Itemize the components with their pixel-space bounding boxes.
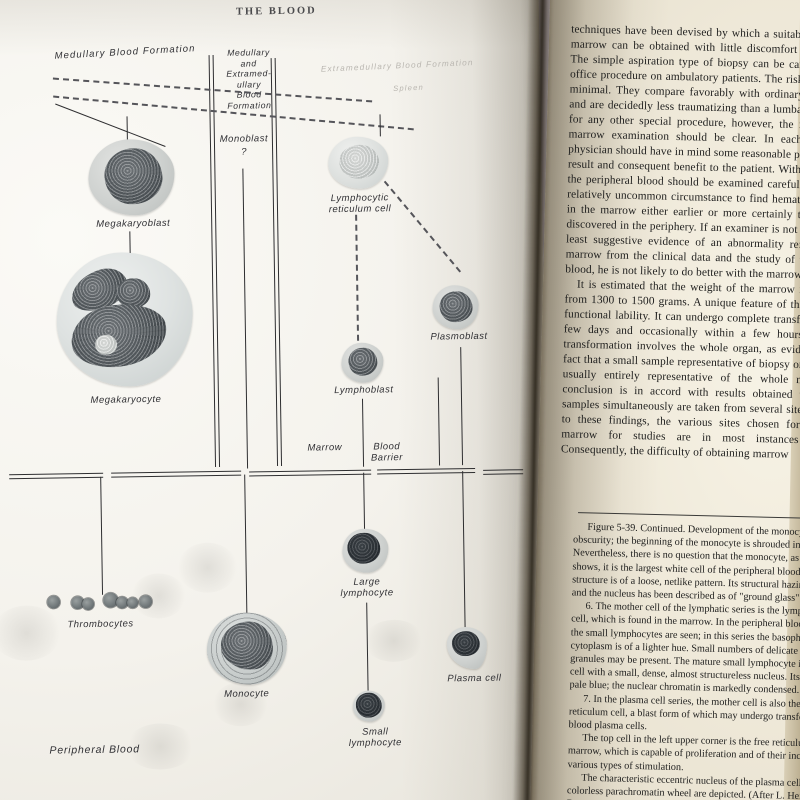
connector-monoblast-down (242, 168, 249, 469)
cell-lymphocytic-reticulum-cell (327, 136, 389, 190)
label-peripheral-blood: Peripheral Blood (49, 743, 141, 757)
label-large-lymphocyte: Large lymphocyte (340, 576, 394, 600)
connector-to-plasma-cell (462, 471, 466, 628)
nucleus (348, 347, 378, 376)
zone-divider-left (208, 55, 221, 468)
connector-large-to-small-lymphocyte (366, 602, 369, 691)
cell-lymphoblast (341, 342, 384, 384)
blood-barrier-line-segment (483, 469, 524, 475)
heading-medullary-blood-formation: Medullary Blood Formation (54, 43, 196, 62)
caption-paragraph-1: Figure 5-39. Continued. Development of t… (571, 521, 800, 605)
connector-lrc-vertical (379, 114, 381, 137)
right-page-body-text: techniques have been devised by which a … (561, 22, 800, 464)
label-blood-barrier: Blood Barrier (370, 441, 404, 464)
blood-barrier-line-segment (249, 469, 372, 477)
nucleus (104, 147, 163, 205)
heading-extramedullary-blood-formation: Extramedullary Blood Formation (320, 58, 474, 74)
blood-barrier-line-segment (111, 470, 242, 478)
caption-paragraph-2: 6. The mother cell of the lymphatic seri… (569, 600, 800, 697)
label-monoblast: Monoblast ? (219, 133, 269, 158)
cell-monocyte (206, 611, 288, 686)
zone-divider-right (270, 58, 283, 467)
label-plasma-cell: Plasma cell (447, 672, 502, 685)
label-lymphoblast: Lymphoblast (334, 384, 394, 397)
connector-plasmoblast-down (460, 347, 464, 466)
nucleus (439, 290, 473, 323)
zone-divider-far-right (437, 377, 441, 466)
platelet (139, 595, 153, 609)
label-plasmoblast: Plasmoblast (430, 330, 488, 343)
cell-small-lymphocyte (352, 690, 386, 722)
label-megakaryocyte: Megakaryocyte (90, 393, 162, 406)
connector-to-large-lymphocyte (363, 472, 366, 531)
cell-megakaryoblast (87, 138, 176, 216)
cell-megakaryocyte (55, 251, 194, 388)
cell-large-lymphocyte (342, 528, 389, 574)
nucleus (355, 692, 382, 718)
label-thrombocytes: Thrombocytes (67, 618, 134, 631)
cell-plasmoblast (432, 284, 479, 330)
connector-to-thrombocytes (100, 476, 104, 595)
figure-5-39-diagram: Medullary Blood Formation Medullary and … (9, 43, 524, 757)
label-monocyte: Monocyte (223, 688, 270, 700)
label-marrow: Marrow (307, 442, 343, 454)
heading-extramedullary-sub: Spleen (392, 82, 425, 94)
cell-plasma-cell (446, 626, 488, 670)
body-paragraph-2: It is estimated that the weight of the m… (560, 278, 800, 461)
dashed-connector-lrc-to-lymphoblast (355, 214, 360, 341)
nucleus (451, 630, 481, 657)
platelet (47, 595, 61, 609)
platelet (82, 597, 95, 611)
nucleus (339, 144, 380, 180)
label-small-lymphocyte: Small lymphocyte (348, 726, 403, 749)
caption-paragraph-5: The characteristic eccentric nucleus of … (566, 772, 800, 800)
connector-megakaryoblast-to-megakaryocyte (129, 231, 131, 254)
blood-barrier-line-segment (9, 472, 104, 480)
platelet (127, 597, 139, 609)
dashed-connector-lrc-to-plasmoblast (383, 180, 462, 273)
label-megakaryoblast: Megakaryoblast (96, 217, 171, 230)
connector-to-monocyte (244, 474, 248, 615)
body-paragraph-1: techniques have been devised by which a … (565, 23, 800, 282)
figure-caption: Figure 5-39. Continued. Development of t… (566, 520, 800, 800)
blood-barrier-line-segment (377, 467, 476, 475)
nucleolus (94, 334, 118, 355)
nucleus (347, 532, 381, 564)
label-lymphocytic-reticulum-cell: Lymphocytic reticulum cell (328, 192, 392, 216)
